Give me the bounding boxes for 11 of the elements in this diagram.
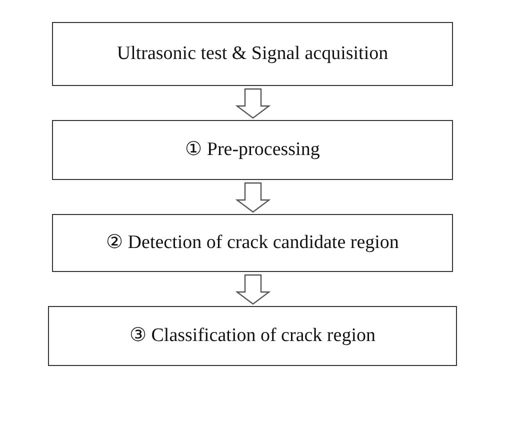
process-box: [52, 22, 453, 86]
process-box: [52, 120, 453, 180]
step-text: ③ Classification of crack region: [130, 324, 376, 348]
process-box: [48, 306, 457, 366]
hollow-arrow: [235, 88, 271, 119]
step-text: Ultrasonic test & Signal acquisition: [116, 42, 388, 66]
step-text: ② Detection of crack candidate region: [106, 230, 399, 255]
hollow-arrow: [235, 182, 271, 213]
step-text: ① Pre-processing: [185, 138, 320, 162]
process-box: [52, 214, 453, 272]
hollow-arrow: [235, 274, 271, 305]
